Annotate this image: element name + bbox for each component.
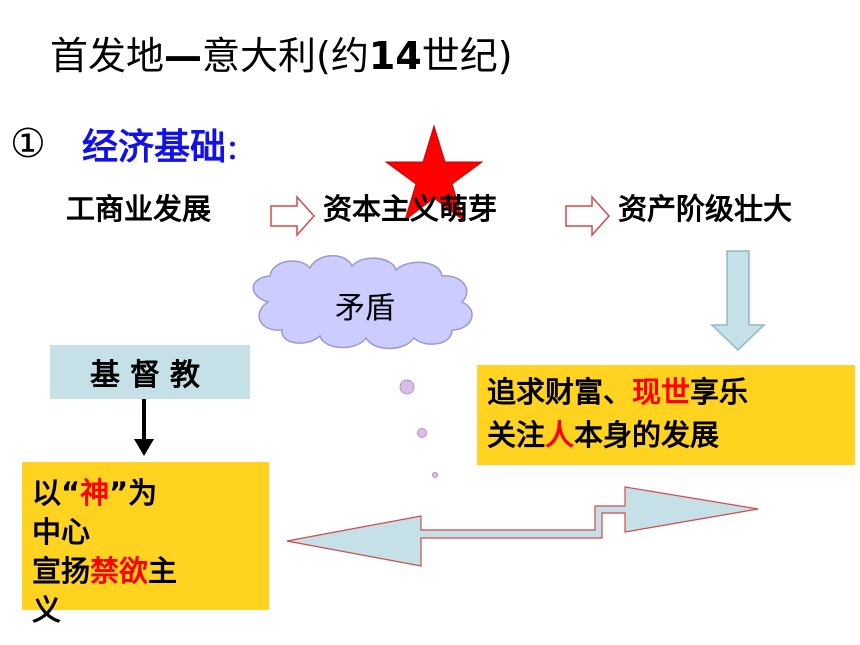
title-part1: 首发地 — [50, 34, 165, 78]
christianity-label: 基督教 — [90, 358, 210, 393]
humanism-line-2-a: 关注 — [487, 418, 546, 452]
down-arrow-icon — [710, 250, 766, 352]
theocentric-line-1: 以“神”为 — [32, 474, 269, 513]
flow-step-bourgeoisie: 资产阶级壮大 — [618, 192, 793, 226]
red-star-icon — [384, 124, 484, 222]
title-part3: 世纪) — [421, 34, 513, 78]
theocentric-line-1-highlight: 神 — [80, 476, 110, 510]
section-title-text: 经济基础 — [82, 127, 227, 168]
humanism-line-1-a: 追求财富、 — [487, 375, 633, 409]
cloud-dot-large — [399, 379, 415, 395]
flow-step-commerce: 工商业发展 — [66, 192, 212, 226]
page-title: 首发地—意大利(约14世纪) — [50, 34, 513, 80]
title-dash: — — [164, 34, 203, 78]
black-down-arrow-icon — [134, 399, 154, 456]
flow-step-capitalism-sprout: 资本主义萌芽 — [323, 192, 498, 226]
theocentric-line-4: 义 — [32, 593, 62, 627]
cloud-label: 矛盾 — [335, 291, 395, 326]
title-part2: 意大利(约 — [202, 34, 369, 78]
humanism-line-2-b: 本身的发展 — [574, 418, 720, 452]
humanism-line-1-highlight: 现世 — [632, 375, 691, 409]
theocentric-line-3: 宣扬禁欲主 — [32, 552, 269, 591]
cloud-shape — [252, 255, 473, 350]
section-number: ① — [10, 121, 46, 167]
cloud-dot-medium — [417, 428, 427, 438]
humanism-line-1: 追求财富、现世享乐 — [487, 371, 855, 414]
flow-arrow-icon — [270, 195, 316, 237]
theocentric-line-1-b: ”为 — [109, 476, 158, 510]
theocentric-box: 以“神”为 中心 宣扬禁欲主 义 — [22, 462, 269, 627]
humanism-line-2-highlight: 人 — [545, 418, 575, 452]
christianity-box: 基督教 — [50, 345, 250, 399]
cloud-dot-small — [432, 472, 438, 478]
theocentric-line-3-a: 宣扬 — [32, 554, 91, 588]
left-stepped-arrow-icon — [286, 486, 759, 567]
humanism-line-1-b: 享乐 — [690, 375, 749, 409]
section-title: 经济基础： — [82, 126, 252, 169]
section-title-colon: ： — [226, 136, 253, 166]
theocentric-line-3-highlight: 禁欲 — [90, 554, 149, 588]
flow-arrow-icon — [565, 195, 611, 237]
theocentric-line-3-b: 主 — [148, 554, 178, 588]
theocentric-line-2: 中心 — [32, 515, 91, 549]
title-number: 14 — [368, 34, 422, 78]
theocentric-line-1-a: 以“ — [32, 476, 81, 510]
humanism-box: 追求财富、现世享乐 关注人本身的发展 — [477, 365, 855, 465]
humanism-line-2: 关注人本身的发展 — [487, 414, 855, 457]
